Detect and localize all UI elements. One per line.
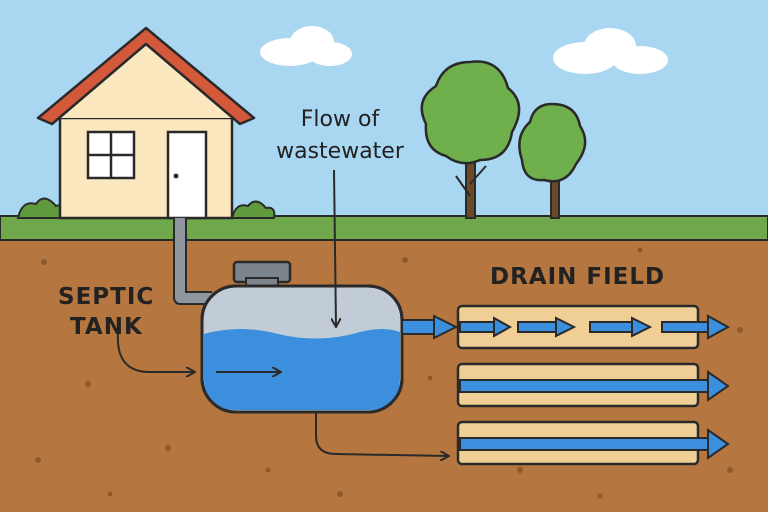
septic-pointer-arrow [116,333,194,372]
septic-tank [200,260,404,414]
drain-pipe-bottom [456,420,730,466]
flow-label-line1: Flow of [301,107,381,132]
drain-pipe-top [456,304,731,350]
soil-speckles [35,247,743,499]
septic-label-line2: TANK [70,314,143,340]
tree-icon [518,102,587,219]
tank-water [204,329,400,410]
cloud-icon [260,26,352,66]
septic-label-line1: SEPTIC [58,284,154,310]
drain-pipe-middle [456,362,730,408]
tank-bottom-outflow-arrow [315,412,448,456]
flow-pointer-arrow [334,169,336,326]
outlet-arrow-head [433,314,459,340]
tank-outlet-pipe [401,319,437,335]
flow-label-line2: wastewater [276,139,405,164]
house-outlet-pipe-fill [175,218,212,303]
grass-strip [0,215,768,241]
tree-icon [420,60,521,219]
bush-icon [230,200,276,219]
house-icon [36,26,256,220]
cloud-icon [553,28,668,74]
drain-field-label: DRAIN FIELD [490,264,665,290]
